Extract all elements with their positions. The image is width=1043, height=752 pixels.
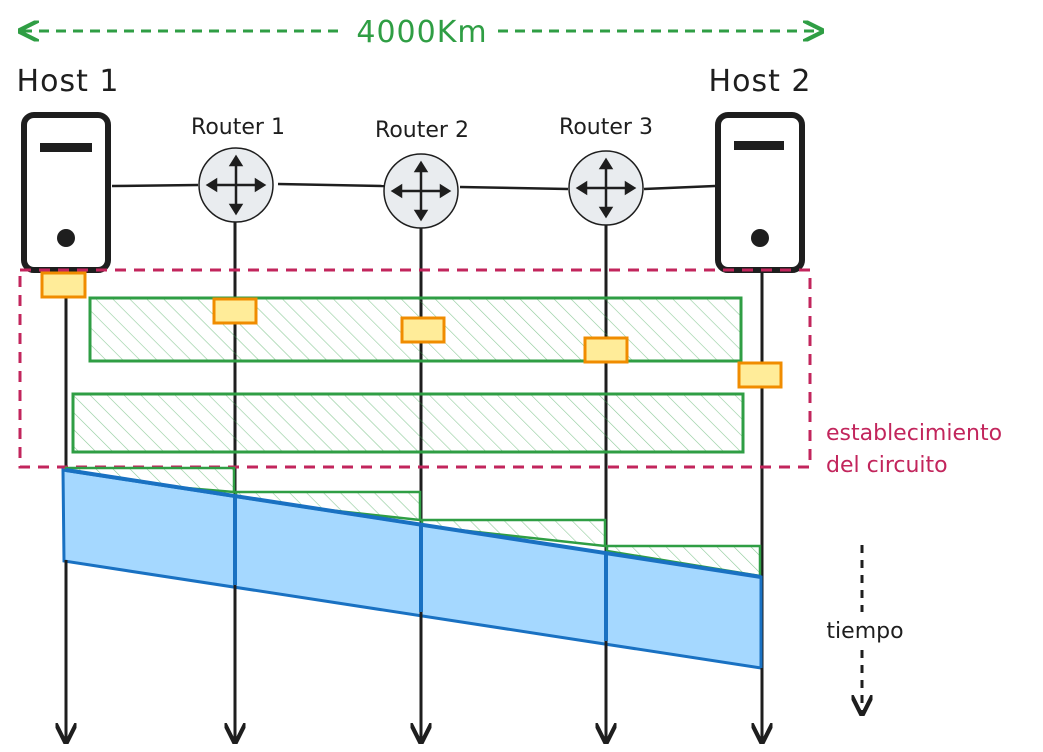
distance-label: 4000Km	[356, 15, 487, 50]
host2-label: Host 2	[709, 64, 812, 99]
control-packet	[40, 271, 87, 299]
router3-icon	[568, 150, 644, 226]
router3-label: Router 3	[559, 115, 653, 140]
control-packet	[737, 361, 783, 389]
time-arrow: tiempo	[826, 545, 904, 712]
control-packets	[40, 271, 783, 389]
host1-server-icon	[21, 112, 111, 273]
router1-label: Router 1	[191, 115, 285, 140]
timelines-overlay	[64, 560, 764, 740]
propagation-staircase	[64, 466, 762, 578]
circuit-setup-label-line1: establecimiento	[826, 421, 1002, 446]
router1-icon	[198, 147, 274, 223]
circuit-setup-label-line2: del circuito	[826, 453, 948, 478]
time-label: tiempo	[826, 619, 903, 644]
setup-ack-band	[71, 392, 745, 454]
setup-bands	[71, 296, 745, 454]
router2-label: Router 2	[375, 118, 469, 143]
control-packet	[583, 336, 629, 364]
host2-server-icon	[715, 112, 805, 273]
host1-label: Host 1	[17, 64, 120, 99]
network-links	[111, 182, 716, 191]
distance-arrow: 4000Km	[22, 15, 820, 50]
control-packet	[400, 316, 446, 344]
control-packet	[212, 297, 258, 325]
router2-icon	[383, 153, 459, 229]
